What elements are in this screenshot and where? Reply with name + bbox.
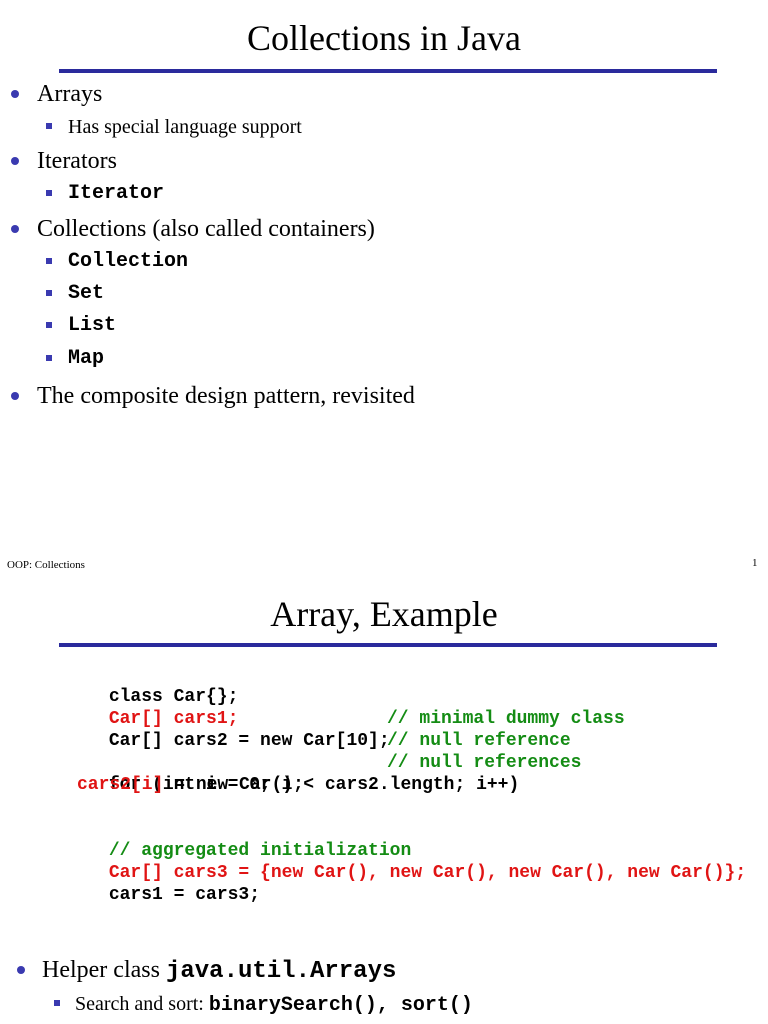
code-comment: // minimal dummy class (387, 709, 625, 729)
bullet-dot-icon (11, 392, 19, 400)
page-number: 1 (752, 557, 758, 569)
bullet-dot-icon (11, 225, 19, 233)
code-line: Car[] cars1; // null reference (108, 709, 571, 751)
bullet-square-icon (54, 1000, 60, 1006)
bullet-square-icon (46, 290, 52, 296)
bullet-dot-icon (17, 966, 25, 974)
bullet-square-icon (46, 190, 52, 196)
title-divider (59, 643, 717, 647)
code-comment: // null reference (387, 731, 571, 751)
code-line: cars2[i] = new Car(); (77, 775, 304, 795)
bullet-square-icon (46, 322, 52, 328)
code-comment: // null references (387, 753, 582, 773)
code-line: class Car{}; // minimal dummy class (108, 687, 625, 729)
slide-footer: OOP: Collections (7, 559, 85, 571)
slide-title: Array, Example (270, 594, 498, 634)
code-line: cars1 = cars3; (108, 885, 261, 905)
slide-title: Collections in Java (247, 18, 521, 58)
slide-array-example: Array, Example class Car{}; // minimal d… (0, 580, 768, 1024)
title-divider (59, 69, 717, 73)
bullet-square-icon (46, 258, 52, 264)
slide-collections-in-java: Collections in Java Arrays Has special l… (7, 18, 758, 571)
bullet-square-icon (46, 355, 52, 361)
code-comment-line: // aggregated initialization (108, 841, 412, 861)
code-line: Car[] cars2 = new Car[10]; // null refer… (108, 731, 582, 773)
bullet-square-icon (46, 123, 52, 129)
code-block: class Car{}; // minimal dummy class Car[… (44, 664, 746, 905)
code-line: for (int i = 0; i < cars2.length; i++) (108, 775, 520, 795)
code-line: Car[] cars3 = {new Car(), new Car(), new… (108, 863, 747, 883)
bullet-dot-icon (11, 157, 19, 165)
bullet-dot-icon (11, 90, 19, 98)
